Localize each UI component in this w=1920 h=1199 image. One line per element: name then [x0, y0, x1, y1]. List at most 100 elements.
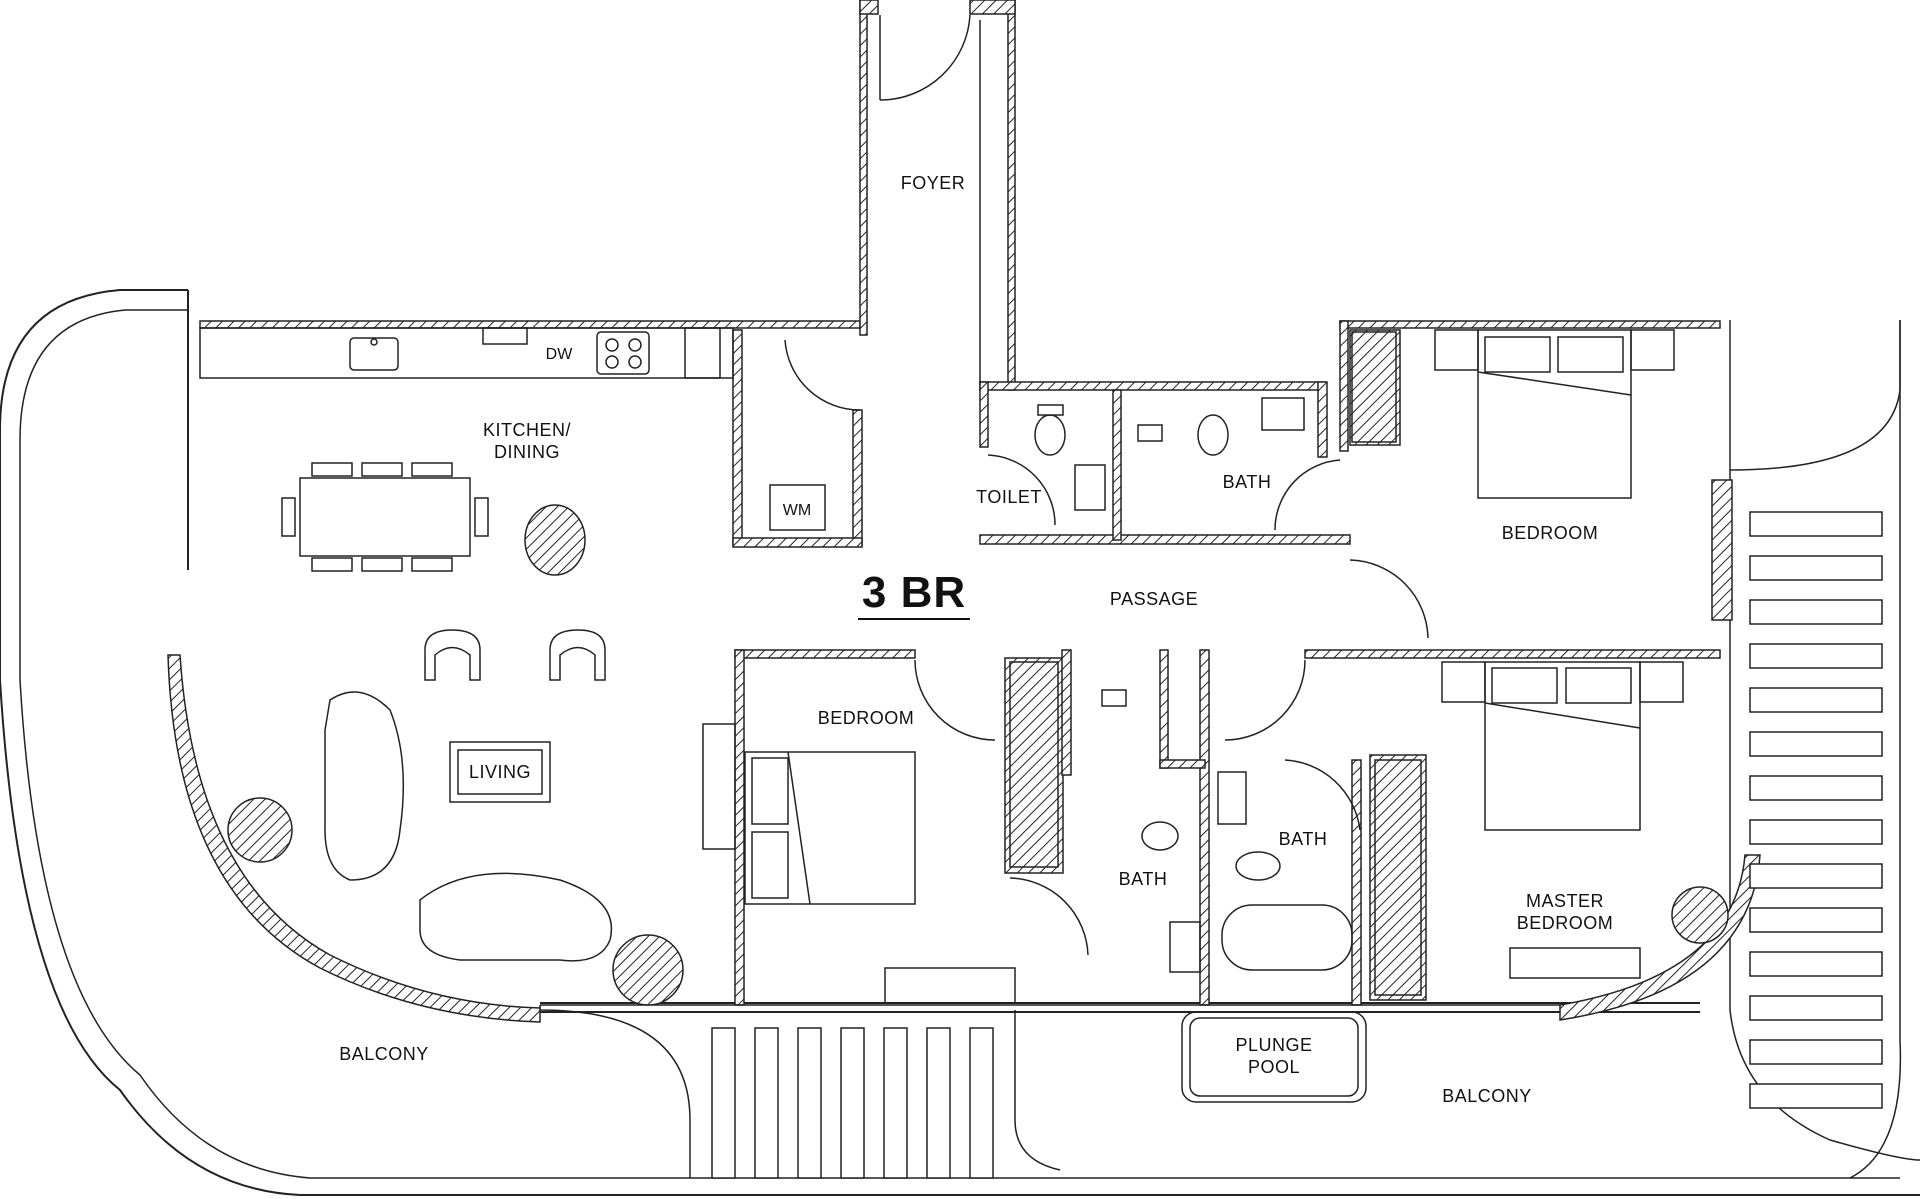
- wall-bath2-divider: [1159, 649, 1169, 769]
- lounger-right: [1749, 951, 1883, 977]
- burner-3: [605, 355, 619, 369]
- living-rug: [449, 741, 551, 803]
- room-label-bath-2: BATH: [1118, 869, 1168, 889]
- wall-toilet-block-bottom: [979, 534, 1351, 545]
- pillow-3b: [1565, 667, 1632, 704]
- desk: [884, 967, 1016, 1004]
- ottoman: [524, 504, 586, 576]
- nightstand-3a: [1441, 661, 1486, 703]
- lounger-bottom: [969, 1027, 994, 1179]
- room-label-bath-3: BATH: [1278, 829, 1328, 849]
- basin-toilet: [1074, 464, 1106, 511]
- wall-foyer-top-left: [859, 0, 879, 15]
- lounger-bottom: [840, 1027, 865, 1179]
- wall-bath-right: [1317, 381, 1328, 458]
- pillow-2a: [751, 757, 789, 825]
- tv-unit: [702, 723, 736, 850]
- wall-right-column: [1711, 479, 1733, 621]
- wall-bath3-left: [1199, 649, 1210, 1006]
- lounger-right: [1749, 819, 1883, 845]
- lounger-right: [1749, 511, 1883, 537]
- room-label-master-bedroom: MASTER BEDROOM: [1516, 891, 1614, 933]
- wall-bedroom-top: [1339, 320, 1721, 329]
- lounger-right: [1749, 599, 1883, 625]
- toilet-door-swing: [987, 454, 1056, 526]
- sofa-bottom: [419, 872, 613, 962]
- bed-2-fold: [787, 751, 811, 905]
- wall-toilet-bath-divider: [1112, 389, 1122, 541]
- chair-7: [281, 497, 296, 537]
- plan-title-underline: [858, 618, 970, 620]
- balcony-left-outer-edge: [0, 289, 1920, 1196]
- balcony-right-bottom-curve: [1849, 320, 1902, 1179]
- room-label-passage: PASSAGE: [1109, 589, 1199, 609]
- wall-top-kitchen: [199, 320, 861, 329]
- wall-laundry-bottom: [732, 537, 863, 548]
- chair-8: [474, 497, 489, 537]
- wall-foyer-right: [1007, 0, 1016, 391]
- plunge-pool-inner: [1189, 1017, 1359, 1097]
- master-bench: [1509, 947, 1641, 979]
- bed-master-fold: [1484, 702, 1641, 729]
- basin-bath-2: [1169, 921, 1201, 973]
- room-label-kitchen-dining: KITCHEN/ DINING: [482, 420, 572, 462]
- bed-2: [744, 751, 916, 905]
- wall-passage-bottom-right: [1304, 649, 1721, 659]
- stair-triangle-2: [1374, 759, 1422, 996]
- wm-box: [769, 484, 826, 531]
- wall-foyer-left: [859, 0, 868, 336]
- planter-living: [227, 797, 293, 863]
- lounger-right: [1749, 907, 1883, 933]
- wall-bath2-left: [1061, 649, 1072, 776]
- wc-3: [1141, 821, 1179, 851]
- lounger-right: [1749, 995, 1883, 1021]
- wall-toilet-left: [979, 381, 989, 448]
- lounger-right: [1749, 1039, 1883, 1065]
- wall-living-curve: [167, 654, 541, 1023]
- bed-1-fold: [1477, 371, 1632, 396]
- chair-3: [411, 462, 453, 477]
- sofa-left: [324, 691, 405, 881]
- master-door-swing: [1224, 659, 1306, 741]
- bath1-door-swing: [1274, 459, 1341, 531]
- basin-bath-1: [1261, 397, 1305, 431]
- wc-1: [1034, 414, 1066, 456]
- nightstand-1b: [1630, 329, 1675, 371]
- cooktop: [596, 331, 650, 375]
- living-rug-inner: [457, 749, 543, 795]
- chair-4: [311, 557, 353, 572]
- sink-drain: [370, 338, 378, 346]
- bedroom2-door-swing: [914, 659, 996, 741]
- burner-1: [605, 338, 619, 352]
- lounger-right: [1749, 687, 1883, 713]
- balcony-bottom-right-edge: [1014, 1010, 1061, 1171]
- wall-passage-bottom-left: [734, 649, 916, 659]
- pillow-1b: [1557, 336, 1624, 373]
- wall-bedroom-left-upper: [1339, 320, 1349, 452]
- lounger-right: [1749, 1083, 1883, 1109]
- laundry-door-swing: [784, 339, 861, 411]
- room-label-toilet: TOILET: [976, 487, 1042, 507]
- wc-2: [1197, 414, 1229, 456]
- burner-4: [628, 355, 642, 369]
- shower-head-2: [1101, 689, 1127, 707]
- dining-table: [299, 477, 471, 557]
- lounger-bottom: [926, 1027, 951, 1179]
- room-label-balcony-left: BALCONY: [339, 1044, 429, 1064]
- lounger-bottom: [883, 1027, 908, 1179]
- plan-title: 3 BR: [861, 568, 967, 617]
- bedroom1-door-swing: [1349, 559, 1429, 639]
- dishwasher-block: [482, 327, 528, 345]
- sink: [349, 337, 399, 371]
- basin-bath-3: [1217, 771, 1247, 825]
- chair-6: [411, 557, 453, 572]
- stair-triangle-3: [1351, 331, 1397, 443]
- bed-1: [1477, 329, 1632, 499]
- lounger-bottom: [711, 1027, 736, 1179]
- balcony-left-inner-edge: [19, 309, 1900, 1179]
- chair-5: [361, 557, 403, 572]
- bath3-door-swing: [1284, 759, 1361, 831]
- nightstand-1a: [1434, 329, 1479, 371]
- room-label-bedroom-1: BEDROOM: [1501, 523, 1599, 543]
